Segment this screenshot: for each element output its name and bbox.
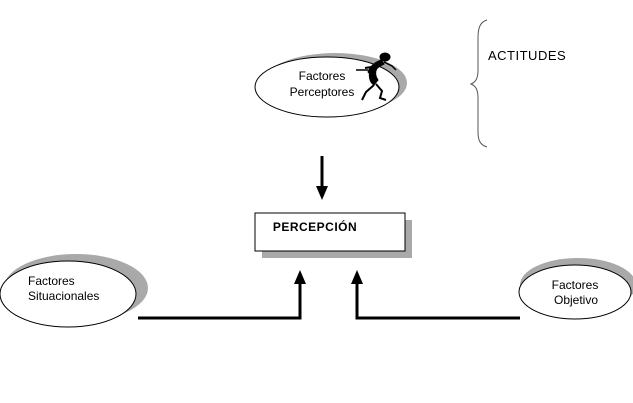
running-figure-icon <box>356 52 397 101</box>
center-label: PERCEPCIÓN <box>273 219 357 234</box>
center-percepcion-box: PERCEPCIÓN <box>254 212 412 258</box>
node-factores-situacionales: Factores Situacionales <box>0 254 148 328</box>
node-ellipse <box>254 56 400 118</box>
node-label-line1: Factores <box>299 69 346 83</box>
node-label-line2: Perceptores <box>290 85 355 99</box>
actitudes-label: ACTITUDES <box>488 48 566 63</box>
center-box <box>254 212 406 252</box>
node-ellipse <box>518 264 632 320</box>
node-ellipse <box>0 260 137 328</box>
node-factores-objetivo: Factores Objetivo <box>518 258 633 320</box>
arrow-perceptores-to-percepcion <box>316 156 328 200</box>
node-label-line2: Situacionales <box>28 289 99 303</box>
node-label-line2: Objetivo <box>554 293 598 307</box>
arrow-objetivo-to-percepcion <box>351 270 520 320</box>
arrow-situacionales-to-percepcion <box>138 270 306 320</box>
curly-brace-icon <box>469 19 488 148</box>
node-label-line1: Factores <box>552 278 599 292</box>
node-factores-perceptores: Factores Perceptores <box>254 52 407 118</box>
node-label-line1: Factores <box>28 274 75 288</box>
